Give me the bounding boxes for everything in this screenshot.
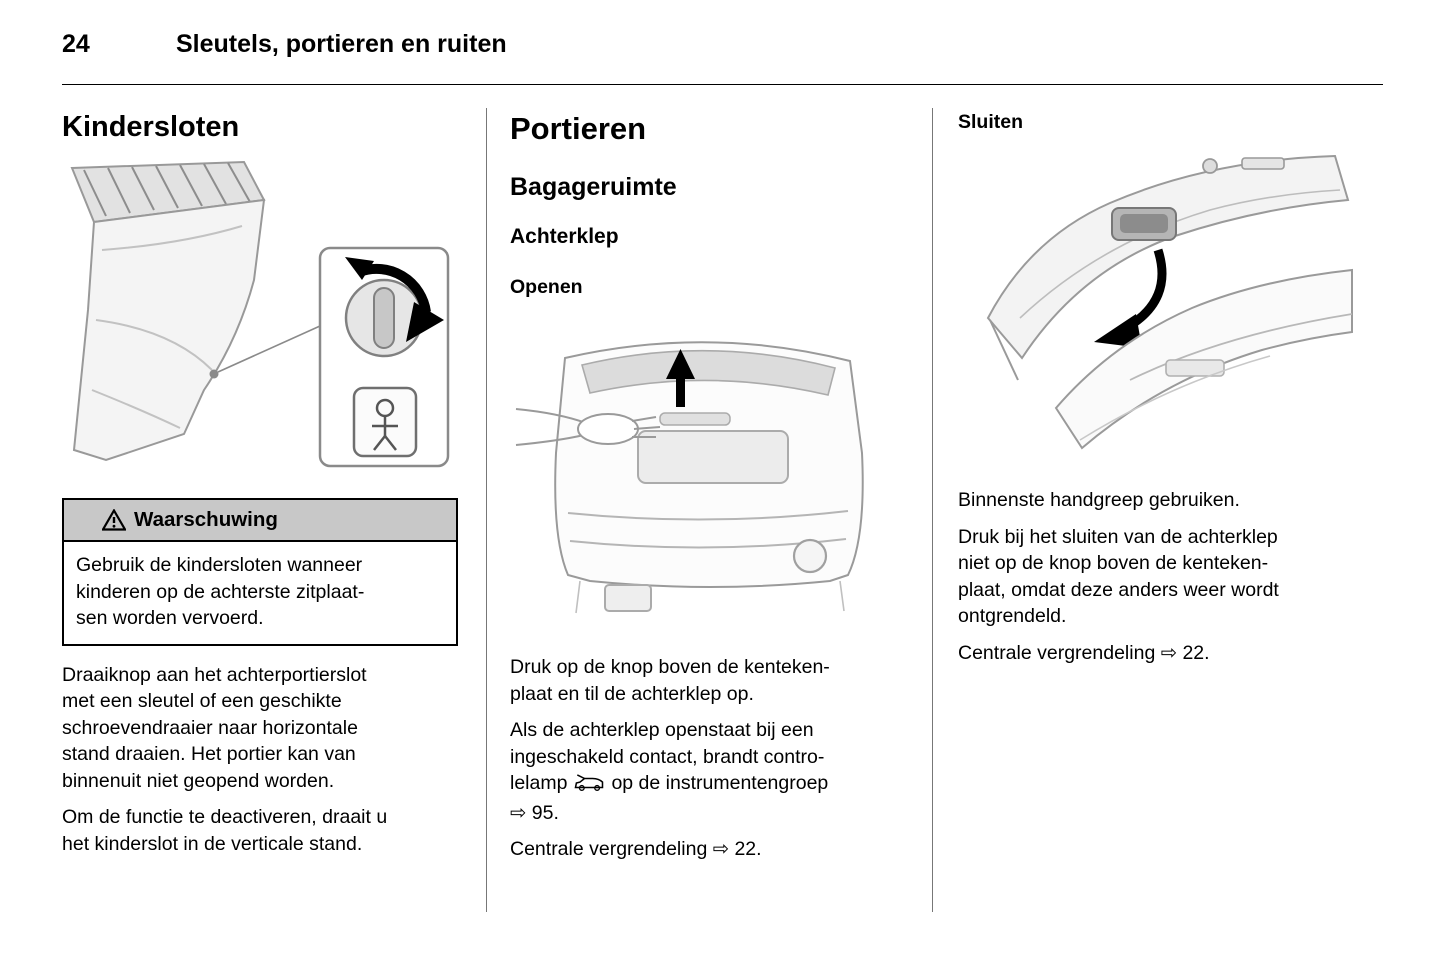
tailgate-open-indicator-icon — [572, 773, 606, 800]
warning-body: Gebruik de kindersloten wanneer kinderen… — [76, 554, 365, 629]
tailgate-close-illustration — [958, 148, 1358, 463]
header-divider — [62, 84, 1383, 85]
paragraph-open-2-after: op de instrumentengroep ⇨ 95. — [510, 772, 829, 824]
paragraph-close-2: Druk bij het sluiten van de achterklep n… — [958, 525, 1279, 628]
heading-achterklep: Achterklep — [510, 225, 619, 248]
page-number: 24 — [62, 30, 90, 58]
child-lock-diagram-svg — [70, 160, 450, 468]
section-title-portieren: Portieren — [510, 111, 647, 146]
tailgate-close-diagram-svg — [986, 154, 1353, 450]
warning-title: Waarschuwing — [134, 508, 278, 531]
heading-openen: Openen — [510, 276, 583, 298]
paragraph-open-2: Als de achterklep openstaat bij een inge… — [510, 717, 906, 826]
paragraph-open-1: Druk op de knop boven de kenteken- plaat… — [510, 656, 830, 705]
column-sluiten: Sluiten — [958, 110, 1358, 676]
warning-triangle-icon — [102, 509, 126, 531]
warning-header: Waarschuwing — [64, 500, 456, 542]
cross-ref-central-locking-mid: Centrale vergrendeling ⇨ 22. — [510, 838, 762, 860]
paragraph-childlock-1: Draaiknop aan het achterportierslot met … — [62, 663, 367, 792]
cross-ref-central-locking-right: Centrale vergrendeling ⇨ 22. — [958, 641, 1210, 664]
paragraph-close-1: Binnenste handgreep gebruiken. — [958, 489, 1240, 511]
child-lock-illustration — [62, 160, 458, 472]
page-header-title: Sleutels, portieren en ruiten — [176, 30, 507, 58]
column-divider-1 — [486, 108, 487, 912]
paragraph-childlock-2: Om de functie te deactiveren, draait u h… — [62, 806, 388, 855]
subsection-bagageruimte: Bagageruimte — [510, 173, 677, 201]
section-title-kindersloten: Kindersloten — [62, 111, 240, 143]
tailgate-open-illustration — [510, 313, 906, 638]
column-portieren: Portieren Bagageruimte Achterklep Openen — [510, 110, 906, 873]
heading-sluiten: Sluiten — [958, 111, 1024, 133]
paragraph-open-2-before: Als de achterklep openstaat bij een inge… — [510, 719, 825, 794]
tailgate-open-diagram-svg — [515, 341, 864, 614]
column-kindersloten: Kindersloten — [62, 110, 458, 867]
column-divider-2 — [932, 108, 933, 912]
warning-box: Waarschuwing Gebruik de kindersloten wan… — [62, 498, 458, 646]
